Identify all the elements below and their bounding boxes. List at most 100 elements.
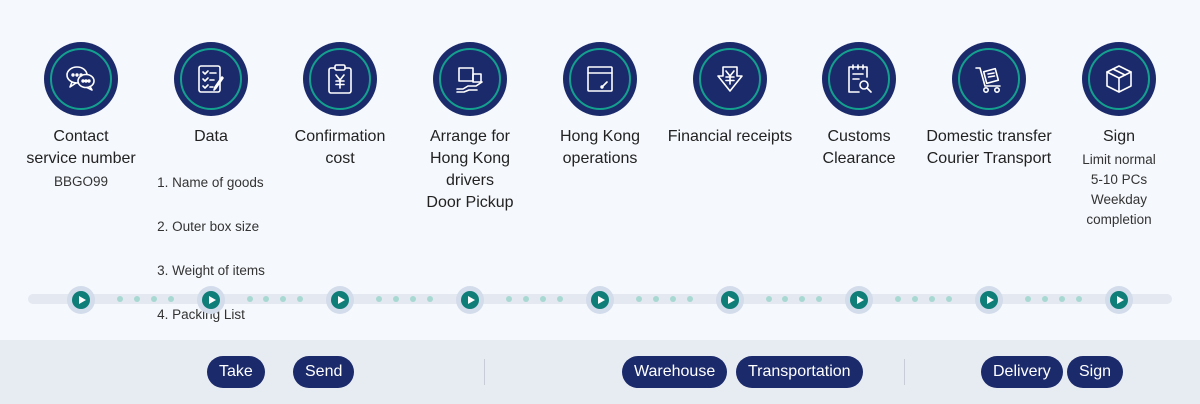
play-icon bbox=[597, 296, 605, 304]
step-list: 1. Name of goods 2. Outer box size 3. We… bbox=[157, 150, 265, 348]
timeline-dot bbox=[782, 296, 789, 302]
step-title: Sign bbox=[1102, 128, 1136, 145]
timeline-dot bbox=[1041, 296, 1048, 302]
timeline-marker bbox=[845, 286, 873, 314]
step-title: Arrange for Hong Kong drivers Door Picku… bbox=[426, 128, 514, 211]
box-hand-icon bbox=[456, 67, 483, 93]
list-item: 2. Outer box size bbox=[157, 219, 260, 234]
timeline-dot bbox=[686, 296, 693, 302]
timeline-dot bbox=[280, 296, 287, 302]
step-sign: Sign Limit normal 5-10 PCs Weekday compl… bbox=[1044, 42, 1194, 230]
step-pickup: Arrange for Hong Kong drivers Door Picku… bbox=[395, 42, 545, 214]
phase-bar: Take Send Warehouse Transportation Deliv… bbox=[0, 340, 1200, 404]
step-title: Confirmation cost bbox=[294, 128, 386, 167]
timeline-marker bbox=[716, 286, 744, 314]
step-circle bbox=[1082, 42, 1156, 116]
play-icon bbox=[727, 296, 735, 304]
step-circle bbox=[303, 42, 377, 116]
chat-icon bbox=[66, 66, 95, 91]
timeline-dot bbox=[765, 296, 772, 302]
phase-take: Take bbox=[207, 356, 265, 388]
timeline-dot bbox=[636, 296, 642, 302]
package-cube-icon bbox=[1106, 65, 1132, 93]
play-icon bbox=[986, 296, 994, 304]
step-title: Domestic transfer Courier Transport bbox=[926, 128, 1052, 167]
play-icon bbox=[1116, 296, 1124, 304]
phase-sign: Sign bbox=[1067, 356, 1124, 388]
hand-truck-icon bbox=[975, 67, 1001, 93]
play-icon bbox=[208, 296, 216, 304]
timeline-dot bbox=[799, 296, 806, 302]
step-domestic-transfer: Domestic transfer Courier Transport bbox=[914, 42, 1064, 170]
step-contact: Contact service number BBGO99 bbox=[6, 42, 156, 192]
timeline-dot bbox=[1058, 296, 1065, 302]
step-title: Hong Kong operations bbox=[559, 128, 641, 167]
step-financial-receipts: Financial receipts bbox=[655, 42, 805, 148]
phase-divider bbox=[484, 359, 485, 385]
timeline-dot bbox=[1075, 296, 1082, 302]
timeline-dot bbox=[522, 296, 529, 302]
timeline-dot bbox=[297, 296, 303, 302]
timeline-dot bbox=[895, 296, 901, 302]
timeline-dot bbox=[506, 296, 512, 302]
window-icon bbox=[587, 66, 613, 92]
timeline-marker bbox=[586, 286, 614, 314]
step-data: Data 1. Name of goods 2. Outer box size … bbox=[136, 42, 286, 348]
timeline-dot bbox=[669, 296, 676, 302]
timeline-marker bbox=[975, 286, 1003, 314]
phase-send: Send bbox=[293, 356, 355, 388]
timeline-dot bbox=[376, 296, 382, 302]
step-circle bbox=[433, 42, 507, 116]
step-title: Contact service number bbox=[26, 128, 136, 167]
step-circle bbox=[693, 42, 767, 116]
play-icon bbox=[467, 296, 475, 304]
phase-transportation: Transportation bbox=[736, 356, 863, 388]
timeline-dot bbox=[392, 296, 399, 302]
timeline-marker bbox=[456, 286, 484, 314]
timeline-marker bbox=[67, 286, 95, 314]
timeline-dot bbox=[539, 296, 546, 302]
step-hk-operations: Hong Kong operations bbox=[525, 42, 675, 170]
play-icon bbox=[78, 296, 86, 304]
phase-warehouse: Warehouse bbox=[622, 356, 728, 388]
list-item: 1. Name of goods bbox=[157, 175, 264, 190]
step-title: Data bbox=[194, 128, 228, 145]
timeline-dot bbox=[409, 296, 416, 302]
yen-down-icon bbox=[717, 66, 743, 92]
timeline-dot bbox=[556, 296, 563, 302]
timeline-dot bbox=[945, 296, 952, 302]
play-icon bbox=[337, 296, 345, 304]
step-circle bbox=[952, 42, 1026, 116]
step-circle bbox=[822, 42, 896, 116]
checklist-icon bbox=[198, 65, 224, 93]
timeline-dot bbox=[911, 296, 918, 302]
step-title: Financial receipts bbox=[667, 128, 793, 145]
step-title: Customs Clearance bbox=[822, 128, 896, 167]
step-circle bbox=[174, 42, 248, 116]
phase-divider bbox=[904, 359, 905, 385]
timeline-dot bbox=[167, 296, 174, 302]
timeline-marker bbox=[1105, 286, 1133, 314]
timeline-dot bbox=[816, 296, 822, 302]
timeline-dot bbox=[246, 296, 253, 302]
list-item: 3. Weight of items bbox=[157, 263, 265, 278]
step-circle bbox=[44, 42, 118, 116]
timeline-marker bbox=[197, 286, 225, 314]
timeline-dot bbox=[426, 296, 433, 302]
step-customs: Customs Clearance bbox=[784, 42, 934, 170]
timeline-dot bbox=[928, 296, 935, 302]
timeline-dot bbox=[117, 296, 123, 302]
step-circle bbox=[563, 42, 637, 116]
step-subtext: Limit normal 5-10 PCs Weekday completion bbox=[1082, 152, 1156, 227]
step-subtext: BBGO99 bbox=[53, 174, 109, 189]
timeline-dot bbox=[133, 296, 140, 302]
play-icon bbox=[856, 296, 864, 304]
step-confirmation-cost: Confirmation cost bbox=[265, 42, 415, 170]
document-search-icon bbox=[848, 64, 872, 93]
clipboard-yen-icon bbox=[328, 64, 352, 94]
timeline-dot bbox=[150, 296, 157, 302]
timeline-dot bbox=[263, 296, 270, 302]
timeline-dot bbox=[1025, 296, 1031, 302]
timeline-marker bbox=[326, 286, 354, 314]
